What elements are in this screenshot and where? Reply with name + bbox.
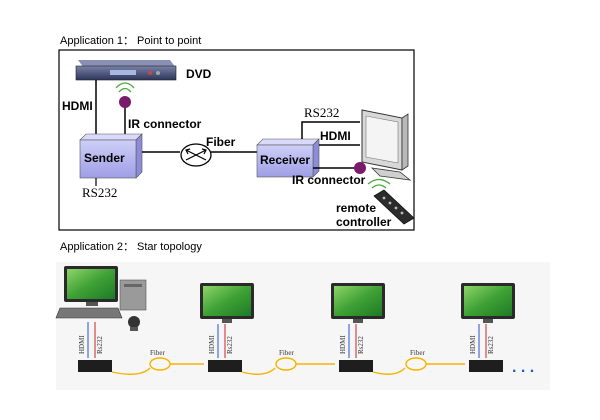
rs232-label-left: RS232 [82, 185, 117, 200]
extender-box-4 [469, 360, 503, 372]
hdmi-label-left: HDMI [62, 99, 93, 113]
extender-box-3 [339, 360, 373, 372]
ir-connector-label-left: IR connector [128, 117, 202, 131]
fiber-label-1: Fiber [150, 349, 165, 357]
extender-box-2 [208, 360, 242, 372]
camera-icon [128, 316, 140, 331]
hdmi-label-right: HDMI [320, 129, 351, 143]
ir-connector-label-right: IR connector [292, 173, 366, 187]
ir-sensor-icon-right [354, 162, 366, 174]
remote-label-line2: controller [336, 215, 392, 229]
monitor-icon-3 [331, 283, 385, 323]
rs232-label-1: Rs232 [96, 336, 104, 354]
app1-title: Application 1： Point to point [60, 35, 202, 47]
fiber-label-3: Fiber [410, 349, 425, 357]
rs232-label-2: Rs232 [226, 336, 234, 354]
monitor-icon [361, 109, 412, 181]
fiber-link-1 [111, 357, 204, 375]
signal-arrows-2 [217, 324, 226, 358]
hdmi-label-3: HDMI [339, 335, 347, 354]
fiber-link-2 [241, 357, 335, 375]
dvd-player-icon [75, 60, 177, 81]
remote-label-line1: remote [336, 201, 376, 215]
sender-label: Sender [84, 151, 125, 165]
receiver-label: Receiver [260, 153, 310, 167]
rs232-cable-right [301, 121, 360, 139]
signal-arrows-3 [348, 324, 357, 358]
remote-controller-icon [367, 178, 415, 225]
app2-title: Application 2： Star topology [60, 241, 202, 253]
hdmi-label-1: HDMI [78, 335, 86, 354]
keyboard-icon [55, 307, 123, 319]
dvd-label: DVD [186, 67, 212, 81]
fiber-link-3 [372, 357, 465, 375]
pc-monitor-icon [64, 266, 118, 306]
receiver-box [256, 138, 320, 178]
hdmi-label-4: HDMI [469, 335, 477, 354]
continuation-ellipsis: . . . [512, 359, 534, 376]
monitor-icon-4 [461, 283, 515, 323]
hdmi-label-2: HDMI [208, 335, 216, 354]
pc-tower-icon [119, 279, 147, 311]
monitor-icon-2 [200, 283, 254, 323]
signal-arrows-1 [87, 322, 96, 358]
fiber-coupler-icon [180, 143, 212, 167]
ir-sensor-icon-left [115, 82, 135, 108]
sender-box [79, 133, 143, 179]
rs232-label-right: RS232 [304, 105, 339, 120]
fiber-label: Fiber [206, 135, 236, 149]
extender-box-1 [78, 360, 112, 372]
fiber-label-2: Fiber [279, 349, 294, 357]
rs232-label-3: Rs232 [357, 336, 365, 354]
rs232-label-4: Rs232 [487, 336, 495, 354]
signal-arrows-4 [478, 324, 487, 358]
